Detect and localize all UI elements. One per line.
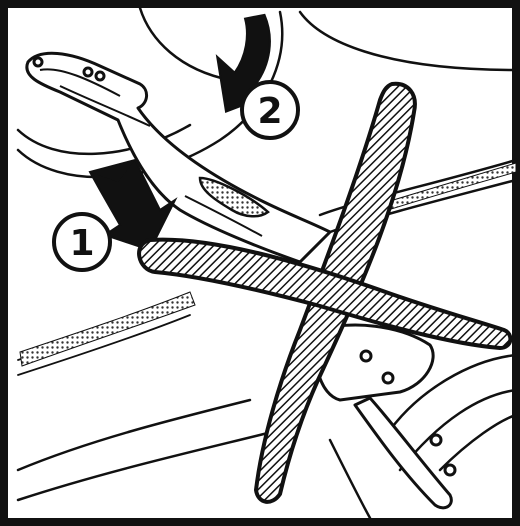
lever-slot [184, 176, 270, 237]
step-2-label: 2 [257, 91, 282, 132]
step-1-marker: 1 [52, 212, 112, 272]
step-1-label: 1 [69, 223, 94, 264]
seam-texture-left [19, 291, 196, 367]
hinge-mount [314, 323, 457, 510]
hatched-x-icon [137, 81, 513, 504]
seam-texture-right [359, 162, 517, 219]
step-2-marker: 2 [240, 80, 300, 140]
